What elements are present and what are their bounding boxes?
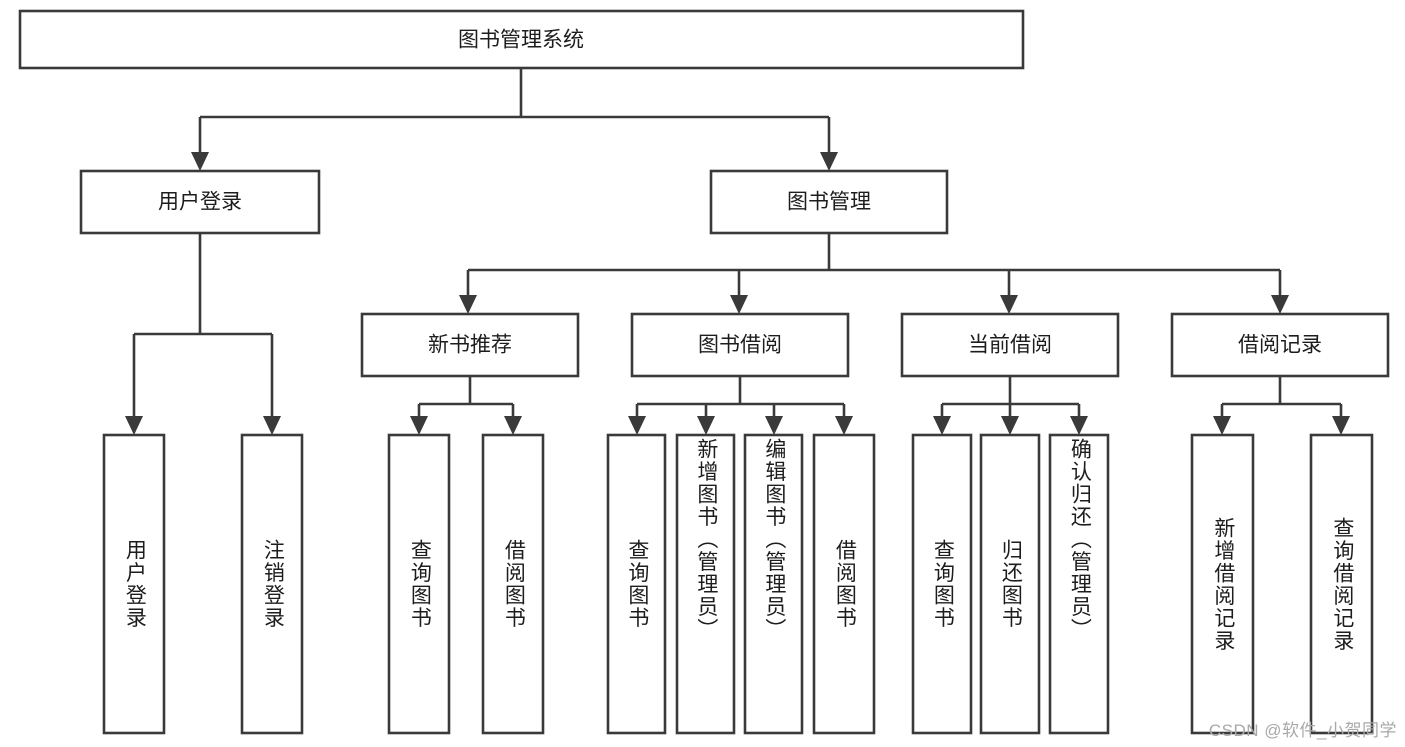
leaf-box-confirm-return-admin[interactable] <box>1048 433 1110 735</box>
node-borrow-record[interactable]: 借阅记录 <box>1170 312 1390 378</box>
leaf-box-query-book-current[interactable] <box>911 433 973 735</box>
leaf-box-borrow-book-rec[interactable] <box>481 433 545 735</box>
connector-user-login-to-leaves <box>125 233 281 435</box>
arrow-head-icon <box>820 152 838 171</box>
node-new-book-recommend[interactable]: 新书推荐 <box>360 312 580 378</box>
node-book-management[interactable]: 图书管理 <box>709 169 949 235</box>
arrow-head-icon <box>459 295 477 314</box>
arrow-head-icon <box>191 152 209 171</box>
node-user-login-label: 用户登录 <box>158 191 242 214</box>
leaf-box-query-borrow-record[interactable] <box>1309 433 1374 735</box>
node-user-login[interactable]: 用户登录 <box>79 169 321 235</box>
arrow-head-icon <box>1271 295 1289 314</box>
arrow-head-icon <box>1070 416 1088 435</box>
leaf-box-query-book-rec[interactable] <box>387 433 451 735</box>
node-book-borrow-label: 图书借阅 <box>698 334 782 357</box>
leaf-box-logout[interactable] <box>240 433 304 735</box>
leaf-box-query-book-borrow[interactable] <box>606 433 667 735</box>
leaf-box-add-borrow-record[interactable] <box>1190 433 1255 735</box>
leaf-box-user-login[interactable] <box>102 433 166 735</box>
arrow-head-icon <box>504 416 522 435</box>
connector-book-borrow-to-leaves <box>628 376 853 435</box>
node-current-borrow[interactable]: 当前借阅 <box>900 312 1120 378</box>
connector-borrow-record-to-leaves <box>1213 376 1350 435</box>
leaf-box-add-book-admin[interactable] <box>675 433 736 735</box>
node-book-management-label: 图书管理 <box>787 191 871 214</box>
arrow-head-icon <box>125 416 143 435</box>
csdn-watermark: CSDN @软件_小贺同学 <box>1208 721 1397 740</box>
arrow-head-icon <box>765 416 783 435</box>
arrow-head-icon <box>263 416 281 435</box>
node-root[interactable]: 图书管理系统 <box>18 9 1025 70</box>
leaf-box-borrow-book[interactable] <box>812 433 876 735</box>
connector-root-to-level2 <box>191 68 838 171</box>
node-new-book-recommend-label: 新书推荐 <box>428 334 512 357</box>
node-root-label: 图书管理系统 <box>458 29 584 52</box>
arrow-head-icon <box>1213 416 1231 435</box>
arrow-head-icon <box>1001 416 1019 435</box>
arrow-head-icon <box>835 416 853 435</box>
leaf-boxes <box>102 433 1374 735</box>
arrow-head-icon <box>730 295 748 314</box>
arrow-head-icon <box>1000 295 1018 314</box>
connector-current-borrow-to-leaves <box>933 376 1088 435</box>
arrow-head-icon <box>628 416 646 435</box>
leaf-box-return-book[interactable] <box>979 433 1041 735</box>
arrow-head-icon <box>410 416 428 435</box>
node-book-borrow[interactable]: 图书借阅 <box>630 312 850 378</box>
connector-book-management-to-level3 <box>459 233 1289 314</box>
leaf-box-edit-book-admin[interactable] <box>743 433 804 735</box>
arrow-head-icon <box>933 416 951 435</box>
node-borrow-record-label: 借阅记录 <box>1238 334 1322 357</box>
arrow-head-icon <box>697 416 715 435</box>
connector-new-book-recommend-to-leaves <box>410 376 522 435</box>
arrow-head-icon <box>1332 416 1350 435</box>
node-current-borrow-label: 当前借阅 <box>968 334 1052 357</box>
